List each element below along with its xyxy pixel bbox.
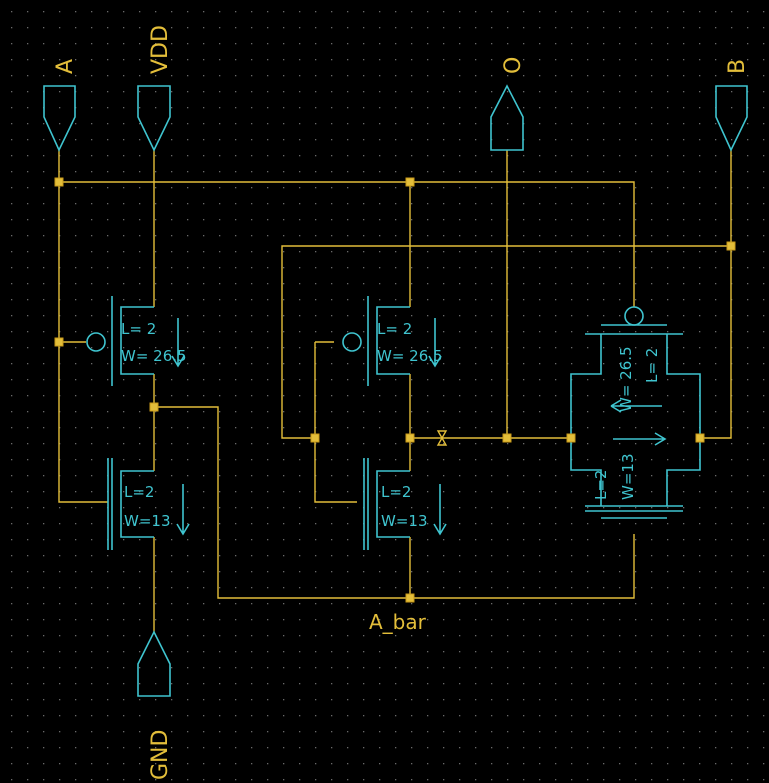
- pin-b[interactable]: B: [715, 59, 750, 152]
- tg-nmos-length: L=2: [592, 470, 610, 500]
- wire-b[interactable]: [700, 150, 732, 439]
- net-label-abar: A_bar: [369, 610, 427, 634]
- junction-inv2-out[interactable]: [405, 433, 415, 443]
- nmos-1-length: L=2: [124, 483, 154, 501]
- pmos-1-length: L= 2: [121, 320, 156, 338]
- pin-vdd[interactable]: VDD: [137, 25, 173, 152]
- pin-a[interactable]: A: [43, 59, 78, 152]
- junction-abar-bottom[interactable]: [405, 593, 415, 603]
- pmos-1-width: W= 26.5: [121, 347, 187, 365]
- nmos-1[interactable]: L=2 W=13: [107, 458, 190, 550]
- transmission-gate[interactable]: W= 26.5 L= 2 L=2 W=13: [570, 306, 701, 519]
- pin-o-label: O: [501, 57, 526, 74]
- nmos-2-width: W=13: [381, 512, 428, 530]
- junction-out[interactable]: [502, 433, 512, 443]
- wire-top-bus[interactable]: [59, 181, 635, 307]
- tg-pmos-length: L= 2: [643, 348, 661, 383]
- junctions: [54, 177, 736, 603]
- nmos-2[interactable]: L=2 W=13: [363, 458, 447, 550]
- junction-top-mid[interactable]: [405, 177, 415, 187]
- tg-pmos-bubble: [624, 306, 644, 326]
- pin-o[interactable]: O: [490, 57, 526, 151]
- grid-dots: [11, 11, 765, 781]
- pin-a-label: A: [53, 59, 78, 74]
- pmos-1[interactable]: L= 2 W= 26.5: [86, 296, 187, 386]
- junction-gate2[interactable]: [310, 433, 320, 443]
- pin-gnd[interactable]: GND: [137, 630, 173, 780]
- tg-nmos-width: W=13: [619, 454, 637, 501]
- nmos-1-width: W=13: [124, 512, 171, 530]
- junction-tg-right[interactable]: [695, 433, 705, 443]
- wire-gate2[interactable]: [314, 341, 357, 503]
- pmos-2-width: W= 26.5: [377, 347, 443, 365]
- wire-abar-branch[interactable]: [154, 406, 635, 599]
- pmos-2-length: L= 2: [377, 320, 412, 338]
- probe-marker: [436, 430, 448, 446]
- junction-tg-left[interactable]: [566, 433, 576, 443]
- pin-gnd-label: GND: [148, 730, 173, 780]
- pin-b-label: B: [725, 59, 750, 74]
- wire-a[interactable]: [58, 150, 108, 503]
- junction-a-top[interactable]: [54, 177, 64, 187]
- pin-vdd-label: VDD: [148, 25, 173, 74]
- junction-abar[interactable]: [149, 402, 159, 412]
- wires: [58, 150, 732, 632]
- pmos-2[interactable]: L= 2 W= 26.5: [342, 296, 443, 386]
- nmos-2-length: L=2: [381, 483, 411, 501]
- junction-b[interactable]: [726, 241, 736, 251]
- junction-a-gate[interactable]: [54, 337, 64, 347]
- tg-pmos-width: W= 26.5: [617, 346, 635, 412]
